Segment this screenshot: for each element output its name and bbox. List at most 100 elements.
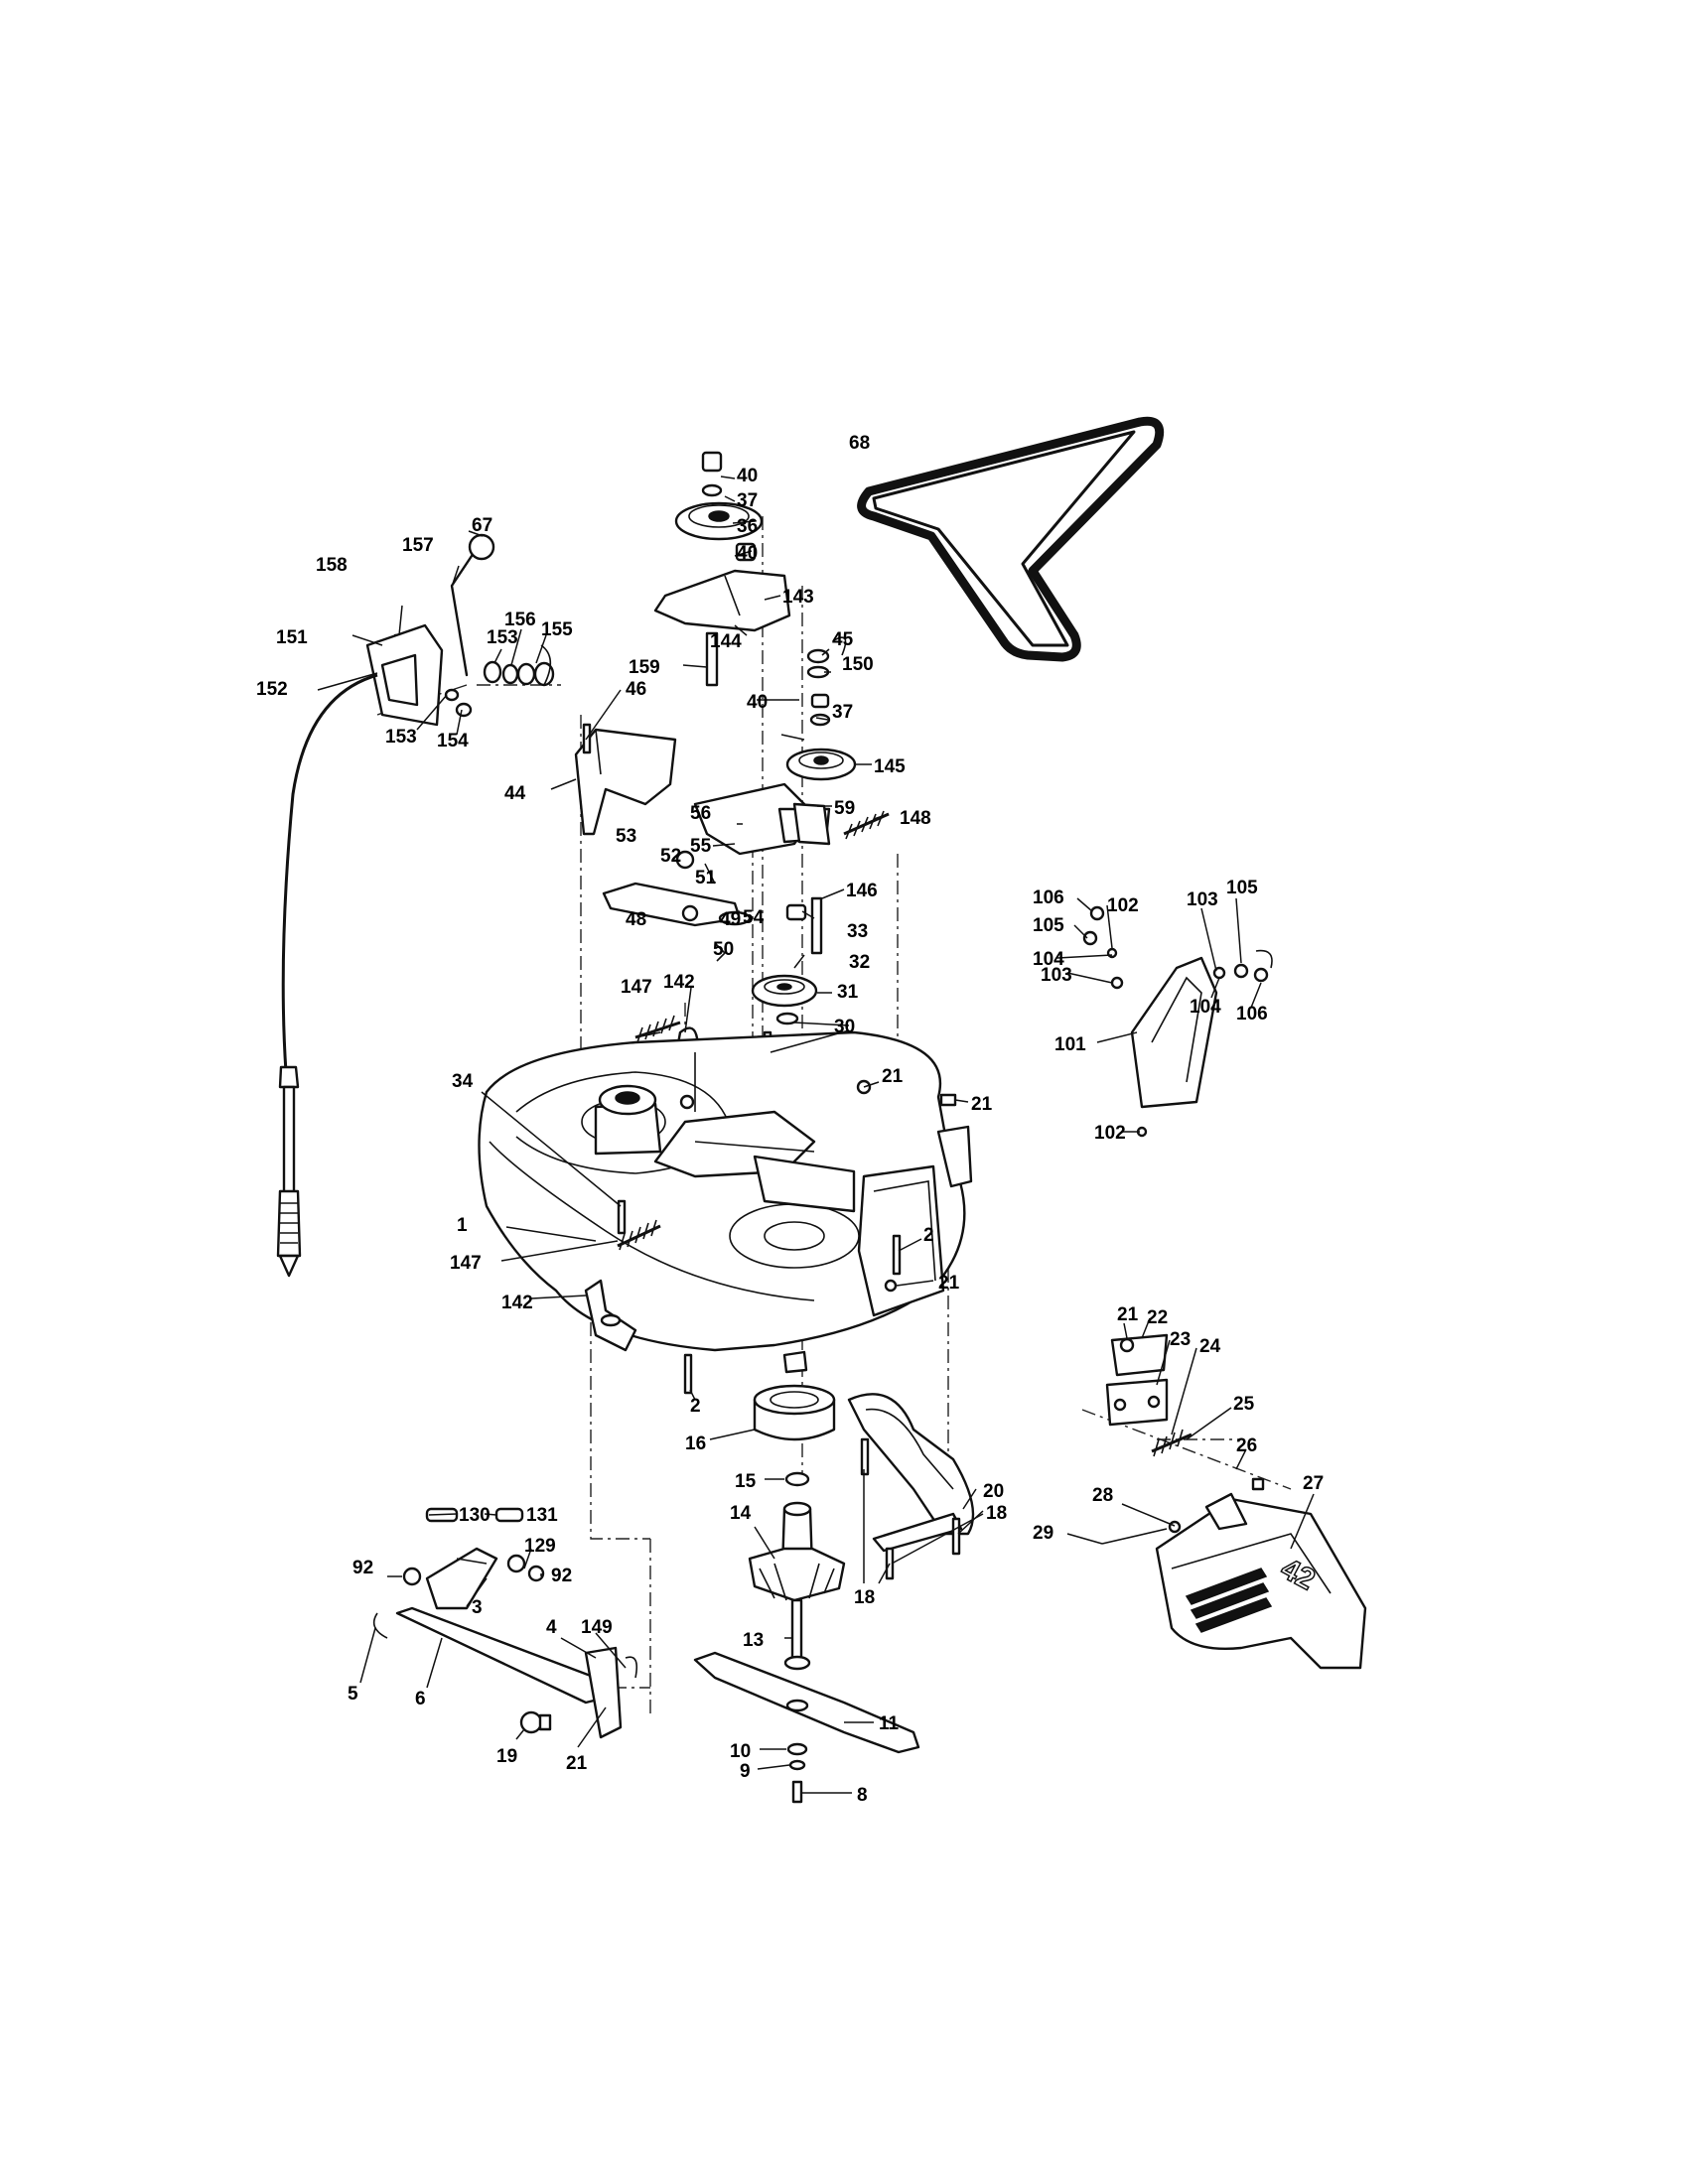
callout-label: 50 [713,939,734,960]
callout-label: 21 [971,1094,993,1115]
callout-label: 158 [316,555,348,576]
callout-label: 9 [740,1761,751,1782]
callout-label: 152 [256,679,288,700]
belt-cover [574,723,677,836]
callout-label: 11 [879,1713,900,1734]
callout-label: 37 [832,702,853,723]
callout-label: 52 [660,846,681,867]
deck-hardware [584,1079,973,1395]
callout-label: 21 [938,1273,960,1294]
callout-label: 156 [504,610,536,630]
callout-label: 92 [352,1558,373,1578]
callout-label: 104 [1033,949,1064,970]
callout-label: 67 [472,515,492,536]
callout-label: 59 [834,798,855,819]
callout-label: 105 [1226,878,1258,898]
callout-label: 151 [276,627,308,648]
rear-bracket-assembly [1105,1333,1193,1457]
callout-label: 155 [541,619,573,640]
callout-label: 30 [834,1017,855,1037]
callout-label: 101 [1054,1034,1086,1055]
callout-label: 103 [1041,965,1072,986]
callout-label: 104 [1190,997,1221,1018]
callout-label: 24 [1199,1336,1221,1357]
callout-label: 37 [737,490,758,511]
callout-label: 147 [621,977,652,998]
callout-label: 4 [546,1617,557,1638]
callout-label: 34 [452,1071,474,1092]
callout-label: 154 [437,731,469,751]
callout-label: 1 [457,1215,468,1236]
callout-label: 19 [496,1746,517,1767]
callout-labels: 1 2 2 3 4 5 6 8 9 10 11 13 14 15 16 18 1… [256,433,1324,1806]
callout-label: 45 [832,629,854,650]
callout-label: 92 [551,1566,572,1586]
callout-label: 106 [1236,1004,1268,1024]
callout-label: 22 [1147,1307,1168,1328]
callout-label: 8 [857,1785,868,1806]
callout-label: 148 [900,808,931,829]
callout-label: 18 [854,1587,875,1608]
side-chute [1082,905,1273,1138]
callout-label: 142 [663,972,695,993]
callout-label: 147 [450,1253,482,1274]
callout-label: 102 [1107,895,1139,916]
callout-label: 25 [1233,1394,1255,1415]
deflector-shield [1101,1477,1367,1670]
callout-label: 40 [737,466,758,486]
callout-label: 31 [837,982,859,1003]
callout-label: 49 [720,909,741,930]
callout-label: 55 [690,836,712,857]
callout-label: 48 [626,909,646,930]
callout-label: 142 [501,1293,533,1313]
callout-label: 10 [730,1741,751,1762]
callout-label: 53 [616,826,636,847]
callout-label: 157 [402,535,434,556]
callout-label: 51 [695,868,717,888]
callout-label: 150 [842,654,874,675]
callout-label: 44 [504,783,526,804]
callout-label: 20 [983,1481,1004,1502]
spindle-assembly [748,1384,846,1671]
callout-label: 6 [415,1689,426,1709]
callout-label: 129 [524,1536,556,1557]
callout-label: 144 [710,631,742,652]
callout-label: 56 [690,803,711,824]
callout-label: 16 [685,1433,706,1454]
callout-label: 15 [735,1471,757,1492]
callout-label: 159 [629,657,660,678]
callout-label: 102 [1094,1123,1126,1144]
callout-label: 5 [348,1684,358,1705]
callout-label: 68 [849,433,870,454]
callout-label: 32 [849,952,870,973]
callout-label: 26 [1236,1435,1257,1456]
callout-label: 29 [1033,1523,1053,1544]
blade-assembly [693,1651,920,1804]
discharge-baffle [847,1393,975,1580]
callout-label: 21 [882,1066,904,1087]
callout-label: 27 [1303,1473,1324,1494]
callout-label: 130 [459,1505,491,1526]
callout-label: 2 [923,1225,934,1246]
callout-label: 28 [1092,1485,1113,1506]
callout-label: 143 [782,587,814,608]
callout-label: 3 [472,1597,483,1618]
callout-label: 149 [581,1617,613,1638]
callout-label: 14 [730,1503,752,1524]
front-hanger-linkage [372,1507,638,1739]
idler-arm-assembly [602,636,890,962]
callout-label: 131 [526,1505,558,1526]
callout-label: 33 [847,921,868,942]
mower-deck-housing [478,1030,966,1374]
callout-label: 153 [487,627,518,648]
cable-control-assembly [276,533,555,1278]
callout-label: 153 [385,727,417,748]
callout-label: 40 [737,543,758,564]
idler-pulley-assembly [653,451,791,687]
callout-label: 146 [846,881,878,901]
callout-label: 54 [743,907,765,928]
callout-label: 2 [690,1396,701,1417]
callout-label: 18 [986,1503,1007,1524]
callout-label: 46 [626,679,646,700]
